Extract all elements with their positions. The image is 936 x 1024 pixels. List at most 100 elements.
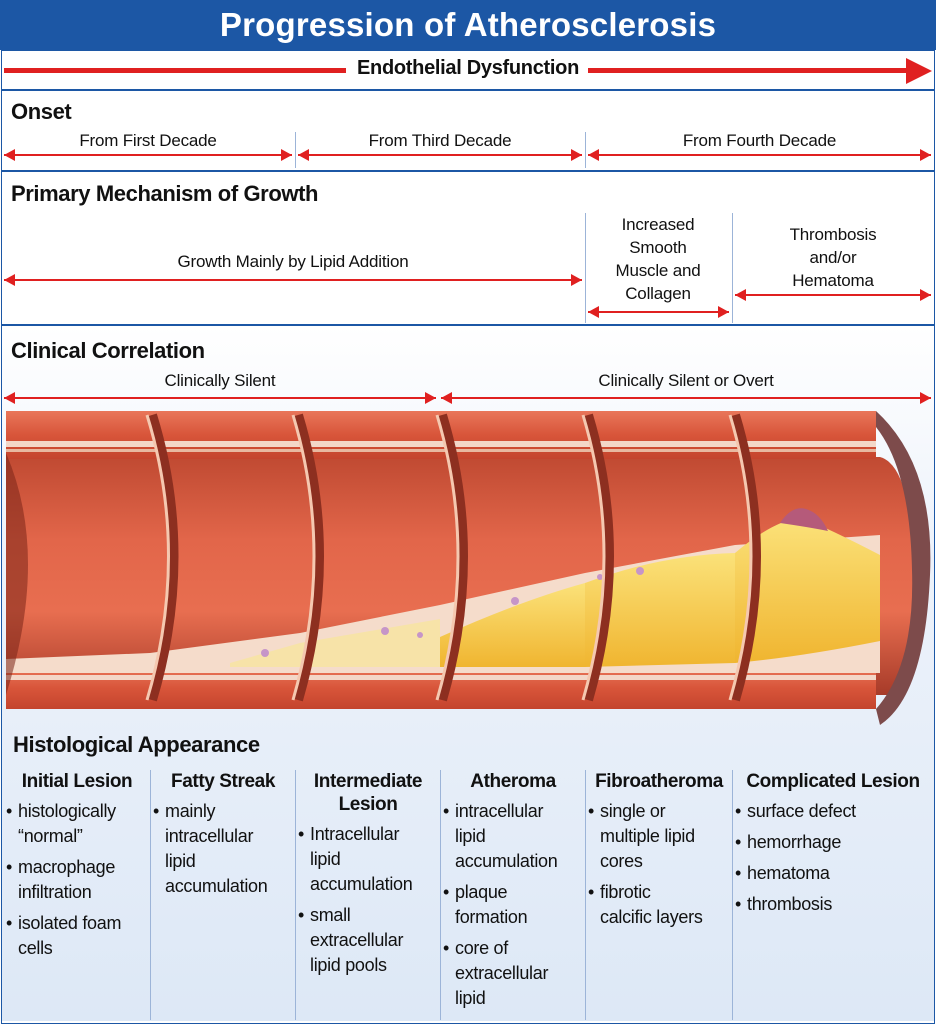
histology-column-complicated-lesion: Complicated Lesion surface defect hemorr…: [735, 770, 931, 923]
histology-divider-1: [150, 770, 151, 1020]
thrombosis-label: Thrombosis and/or Hematoma: [735, 223, 931, 292]
list-item: histologically“normal”: [6, 799, 148, 849]
smooth-muscle-line: Collagen: [625, 284, 691, 303]
arrowhead-left: [4, 149, 15, 161]
histology-column-initial-lesion: Initial Lesion histologically“normal” ma…: [6, 770, 148, 967]
lipid-addition-label: Growth Mainly by Lipid Addition: [177, 252, 409, 271]
mechanism-divider-2: [732, 213, 733, 323]
column-list: surface defect hemorrhage hematoma throm…: [735, 799, 931, 917]
smooth-muscle-line: Muscle and: [615, 261, 701, 280]
arrowhead-left: [298, 149, 309, 161]
onset-third-decade-label: From Third Decade: [368, 131, 512, 150]
histology-divider-2: [295, 770, 296, 1020]
lipid-addition-range: [4, 279, 582, 281]
artery-end-cap: [876, 411, 931, 725]
list-item: hemorrhage: [735, 830, 931, 855]
mechanism-heading: Primary Mechanism of Growth: [11, 181, 319, 206]
onset-fourth-decade-range: [588, 154, 931, 156]
onset-first-decade-range: [4, 154, 292, 156]
arrowhead-right: [425, 392, 436, 404]
onset-first-decade-label: From First Decade: [79, 131, 217, 150]
artery-illustration: [6, 411, 931, 725]
onset-divider-1: [295, 132, 296, 168]
divider-mechanism: [1, 324, 935, 326]
arrowhead-right: [281, 149, 292, 161]
endothelial-dysfunction-label: Endothelial Dysfunction: [357, 57, 579, 79]
arrowhead-left: [735, 289, 746, 301]
mechanism-divider-1: [585, 213, 586, 323]
plaque-complicated: [735, 517, 880, 663]
list-item: thrombosis: [735, 892, 931, 917]
arrowhead-right: [571, 274, 582, 286]
clinically-overt-label: Clinically Silent or Overt: [598, 371, 774, 390]
arrowhead-left: [588, 149, 599, 161]
thrombosis-line: Hematoma: [792, 271, 874, 290]
divider-top: [1, 89, 935, 91]
plaque-atheroma: [440, 583, 585, 667]
arrowhead-right: [571, 149, 582, 161]
clinical-heading: Clinical Correlation: [11, 338, 205, 363]
histology-divider-3: [440, 770, 441, 1020]
smooth-muscle-line: Increased: [621, 215, 695, 234]
histology-column-fatty-streak: Fatty Streak mainlyintracellularlipidacc…: [153, 770, 293, 905]
column-list: histologically“normal” macrophageinfiltr…: [6, 799, 148, 961]
thrombosis-line: Thrombosis: [789, 225, 877, 244]
smooth-muscle-range: [588, 311, 729, 313]
clinically-overt-range: [441, 397, 931, 399]
onset-heading: Onset: [11, 99, 72, 124]
arrowhead-right: [920, 149, 931, 161]
histology-column-atheroma: Atheroma intracellularlipidaccumulation …: [443, 770, 583, 1017]
arrowhead-right: [920, 392, 931, 404]
thrombus: [780, 508, 828, 531]
smooth-muscle-label: Increased Smooth Muscle and Collagen: [588, 213, 728, 305]
arrowhead-left: [4, 392, 15, 404]
endothelial-arrow-right-shaft: [588, 68, 910, 73]
column-title: Fatty Streak: [171, 771, 275, 792]
onset-third-decade-range: [298, 154, 582, 156]
segment-cut-highlights: [145, 414, 753, 701]
segment-cuts: [147, 413, 761, 702]
page-title: Progression of Atherosclerosis: [219, 6, 717, 43]
arrowhead-right: [718, 306, 729, 318]
column-title: Atheroma: [470, 771, 556, 792]
thrombosis-range: [735, 294, 931, 296]
clinically-silent-range: [4, 397, 436, 399]
column-title: Initial Lesion: [21, 771, 133, 792]
arrowhead-left: [4, 274, 15, 286]
smooth-muscle-line: Smooth: [629, 238, 687, 257]
onset-divider-2: [585, 132, 586, 168]
endothelial-arrow-left-shaft: [4, 68, 346, 73]
arrowhead-right: [920, 289, 931, 301]
onset-fourth-decade-label: From Fourth Decade: [682, 131, 837, 150]
column-title: Fibroatheroma: [595, 771, 723, 792]
list-item: hematoma: [735, 861, 931, 886]
list-item: surface defect: [735, 799, 931, 824]
artery-opening: [6, 453, 28, 695]
plaque-fibroatheroma: [585, 553, 735, 667]
lipid-droplets: [261, 567, 644, 657]
histology-divider-5: [732, 770, 733, 1020]
column-title: Complicated Lesion: [746, 771, 920, 792]
endothelial-arrowhead: [906, 58, 932, 84]
histology-heading: Histological Appearance: [13, 732, 260, 757]
divider-onset: [1, 170, 935, 172]
thrombosis-line: and/or: [809, 248, 857, 267]
arrowhead-left: [441, 392, 452, 404]
